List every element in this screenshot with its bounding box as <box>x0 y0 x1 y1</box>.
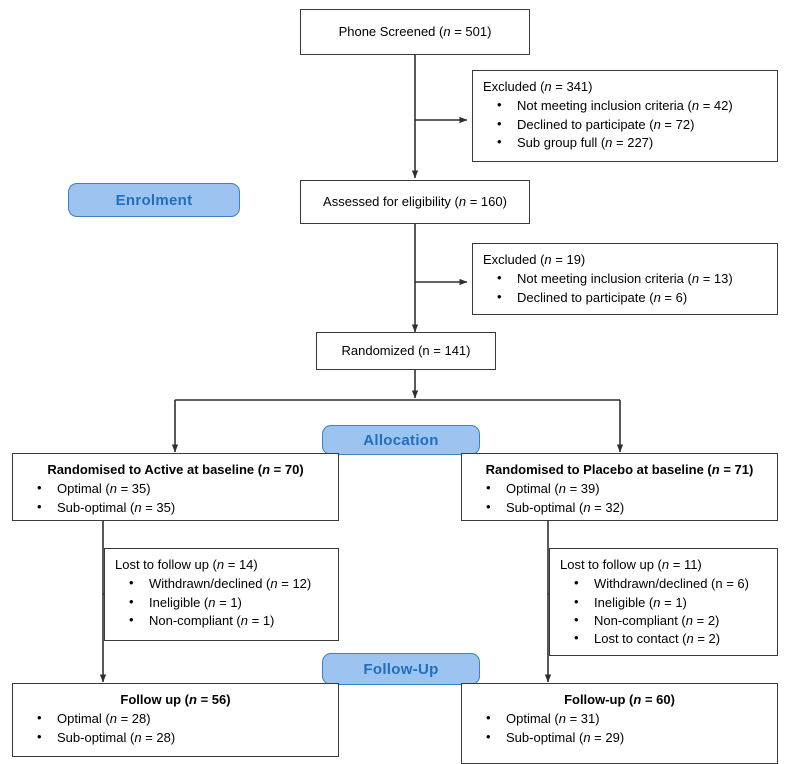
node-phone-screened-label: Phone Screened (n = 501) <box>338 24 492 40</box>
node-followup-active-list: Optimal (n = 28) Sub-optimal (n = 28) <box>23 709 328 746</box>
node-excluded-assessment-head: Excluded (n = 19) <box>483 252 586 267</box>
node-lost-followup-placebo-head: Lost to follow up (n = 11) <box>560 557 702 572</box>
node-lost-followup-active-head: Lost to follow up (n = 14) <box>115 557 258 572</box>
list-item: Optimal (n = 31) <box>486 709 767 727</box>
stage-label-enrolment: Enrolment <box>68 183 240 217</box>
list-item: Ineligible (n = 1) <box>574 593 767 611</box>
list-item: Optimal (n = 39) <box>486 479 767 497</box>
node-lost-followup-active: Lost to follow up (n = 14) Withdrawn/dec… <box>104 548 339 641</box>
node-assessed-for-eligibility: Assessed for eligibility (n = 160) <box>300 180 530 224</box>
node-excluded-assessment: Excluded (n = 19) Not meeting inclusion … <box>472 243 778 315</box>
node-placebo-baseline-head: Randomised to Placebo at baseline (n = 7… <box>485 462 754 477</box>
list-item: Non-compliant (n = 2) <box>574 611 767 629</box>
list-item: Sub-optimal (n = 28) <box>37 728 328 746</box>
node-phone-screened: Phone Screened (n = 501) <box>300 9 530 55</box>
node-placebo-baseline: Randomised to Placebo at baseline (n = 7… <box>461 453 778 521</box>
node-excluded-assessment-list: Not meeting inclusion criteria (n = 13) … <box>483 269 767 306</box>
stage-label-allocation: Allocation <box>322 425 480 455</box>
list-item: Not meeting inclusion criteria (n = 13) <box>497 269 767 287</box>
node-placebo-baseline-list: Optimal (n = 39) Sub-optimal (n = 32) <box>472 479 767 516</box>
list-item: Withdrawn/declined (n = 12) <box>129 574 328 592</box>
node-lost-followup-placebo-list: Withdrawn/declined (n = 6) Ineligible (n… <box>560 574 767 648</box>
node-followup-active: Follow up (n = 56) Optimal (n = 28) Sub-… <box>12 683 339 757</box>
node-excluded-phone-screen: Excluded (n = 341) Not meeting inclusion… <box>472 70 778 162</box>
node-lost-followup-placebo: Lost to follow up (n = 11) Withdrawn/dec… <box>549 548 778 656</box>
node-followup-placebo-list: Optimal (n = 31) Sub-optimal (n = 29) <box>472 709 767 746</box>
stage-label-followup-text: Follow-Up <box>363 660 439 678</box>
node-assessed-for-eligibility-label: Assessed for eligibility (n = 160) <box>323 194 507 210</box>
list-item: Withdrawn/declined (n = 6) <box>574 574 767 592</box>
list-item: Non-compliant (n = 1) <box>129 611 328 629</box>
list-item: Optimal (n = 35) <box>37 479 328 497</box>
list-item: Sub-optimal (n = 29) <box>486 728 767 746</box>
list-item: Sub-optimal (n = 35) <box>37 498 328 516</box>
node-excluded-phone-screen-list: Not meeting inclusion criteria (n = 42) … <box>483 96 767 151</box>
node-followup-active-head: Follow up (n = 56) <box>120 692 231 707</box>
node-active-baseline-head: Randomised to Active at baseline (n = 70… <box>47 462 304 477</box>
node-followup-placebo-head: Follow-up (n = 60) <box>564 692 675 707</box>
list-item: Ineligible (n = 1) <box>129 593 328 611</box>
node-active-baseline-list: Optimal (n = 35) Sub-optimal (n = 35) <box>23 479 328 516</box>
node-active-baseline: Randomised to Active at baseline (n = 70… <box>12 453 339 521</box>
list-item: Sub group full (n = 227) <box>497 133 767 151</box>
list-item: Declined to participate (n = 72) <box>497 115 767 133</box>
node-randomized-label: Randomized (n = 141) <box>341 343 471 359</box>
list-item: Not meeting inclusion criteria (n = 42) <box>497 96 767 114</box>
list-item: Optimal (n = 28) <box>37 709 328 727</box>
node-lost-followup-active-list: Withdrawn/declined (n = 12) Ineligible (… <box>115 574 328 629</box>
list-item: Lost to contact (n = 2) <box>574 629 767 647</box>
stage-label-enrolment-text: Enrolment <box>115 191 193 209</box>
list-item: Declined to participate (n = 6) <box>497 288 767 306</box>
list-item: Sub-optimal (n = 32) <box>486 498 767 516</box>
node-followup-placebo: Follow-up (n = 60) Optimal (n = 31) Sub-… <box>461 683 778 764</box>
stage-label-followup: Follow-Up <box>322 653 480 685</box>
node-excluded-phone-screen-head: Excluded (n = 341) <box>483 79 593 94</box>
node-randomized: Randomized (n = 141) <box>316 332 496 370</box>
stage-label-allocation-text: Allocation <box>363 431 439 449</box>
